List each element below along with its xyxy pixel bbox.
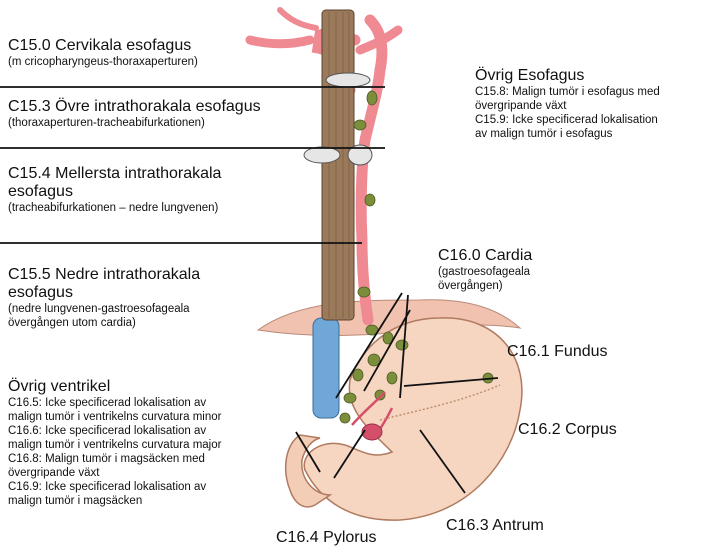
label-c15-4: C15.4 Mellersta intrathorakala esofagus … xyxy=(8,165,221,215)
ovrig-ventrikel-line-5: C16.8: Malign tumör i magsäcken med xyxy=(8,452,221,466)
bronchus-ring xyxy=(304,147,340,163)
c15-4-title-1: C15.4 Mellersta intrathorakala xyxy=(8,165,221,183)
c15-5-sub-1: (nedre lungvenen-gastroesofageala xyxy=(8,302,200,316)
c16-0-sub-2: övergången) xyxy=(438,279,532,293)
c15-4-title-2: esofagus xyxy=(8,183,221,201)
c15-0-title: C15.0 Cervikala esofagus xyxy=(8,37,198,55)
c15-5-title-2: esofagus xyxy=(8,284,200,302)
label-ovrig-esofagus: Övrig Esofagus C15.8: Malign tumör i eso… xyxy=(475,67,660,141)
ovrig-ventrikel-line-1: C16.5: Icke specificerad lokalisation av xyxy=(8,396,221,410)
ovrig-ventrikel-line-7: C16.9: Icke specificerad lokalisation av xyxy=(8,480,221,494)
c15-5-sub-2: övergången utom cardia) xyxy=(8,316,200,330)
vena-cava xyxy=(313,318,339,418)
ovrig-ventrikel-title: Övrig ventrikel xyxy=(8,378,221,396)
ovrig-ventrikel-line-6: övergripande växt xyxy=(8,466,221,480)
c15-4-sub: (tracheabifurkationen – nedre lungvenen) xyxy=(8,201,221,215)
label-c16-2: C16.2 Corpus xyxy=(518,421,617,439)
c15-3-title: C15.3 Övre intrathorakala esofagus xyxy=(8,98,261,116)
c16-0-title: C16.0 Cardia xyxy=(438,247,532,265)
ovrig-ventrikel-line-4: malign tumör i ventrikelns curvatura maj… xyxy=(8,438,221,452)
ovrig-ventrikel-line-2: malign tumör i ventrikelns curvatura min… xyxy=(8,410,221,424)
label-ovrig-ventrikel: Övrig ventrikel C16.5: Icke specificerad… xyxy=(8,378,221,508)
ovrig-ventrikel-line-3: C16.6: Icke specificerad lokalisation av xyxy=(8,424,221,438)
label-c15-0: C15.0 Cervikala esofagus (m cricopharyng… xyxy=(8,37,198,69)
ovrig-esofagus-line-3: C15.9: Icke specificerad lokalisation xyxy=(475,113,660,127)
ovrig-esofagus-line-4: av malign tumör i esofagus xyxy=(475,127,660,141)
ovrig-esofagus-line-1: C15.8: Malign tumör i esofagus med xyxy=(475,85,660,99)
c16-0-sub-1: (gastroesofageala xyxy=(438,265,532,279)
label-c16-4: C16.4 Pylorus xyxy=(276,529,377,547)
ovrig-esofagus-title: Övrig Esofagus xyxy=(475,67,660,85)
trachea-ring xyxy=(326,73,370,87)
label-c16-1: C16.1 Fundus xyxy=(507,343,608,361)
ovrig-ventrikel-line-8: malign tumör i magsäcken xyxy=(8,494,221,508)
c15-5-title-1: C15.5 Nedre intrathorakala xyxy=(8,266,200,284)
ovrig-esofagus-line-2: övergripande växt xyxy=(475,99,660,113)
label-c16-3: C16.3 Antrum xyxy=(446,517,544,535)
label-c15-5: C15.5 Nedre intrathorakala esofagus (ned… xyxy=(8,266,200,330)
label-c16-0: C16.0 Cardia (gastroesofageala övergånge… xyxy=(438,247,532,293)
c15-3-sub: (thoraxaperturen-tracheabifurkationen) xyxy=(8,116,261,130)
c15-0-sub: (m cricopharyngeus-thoraxaperturen) xyxy=(8,55,198,69)
label-c15-3: C15.3 Övre intrathorakala esofagus (thor… xyxy=(8,98,261,130)
